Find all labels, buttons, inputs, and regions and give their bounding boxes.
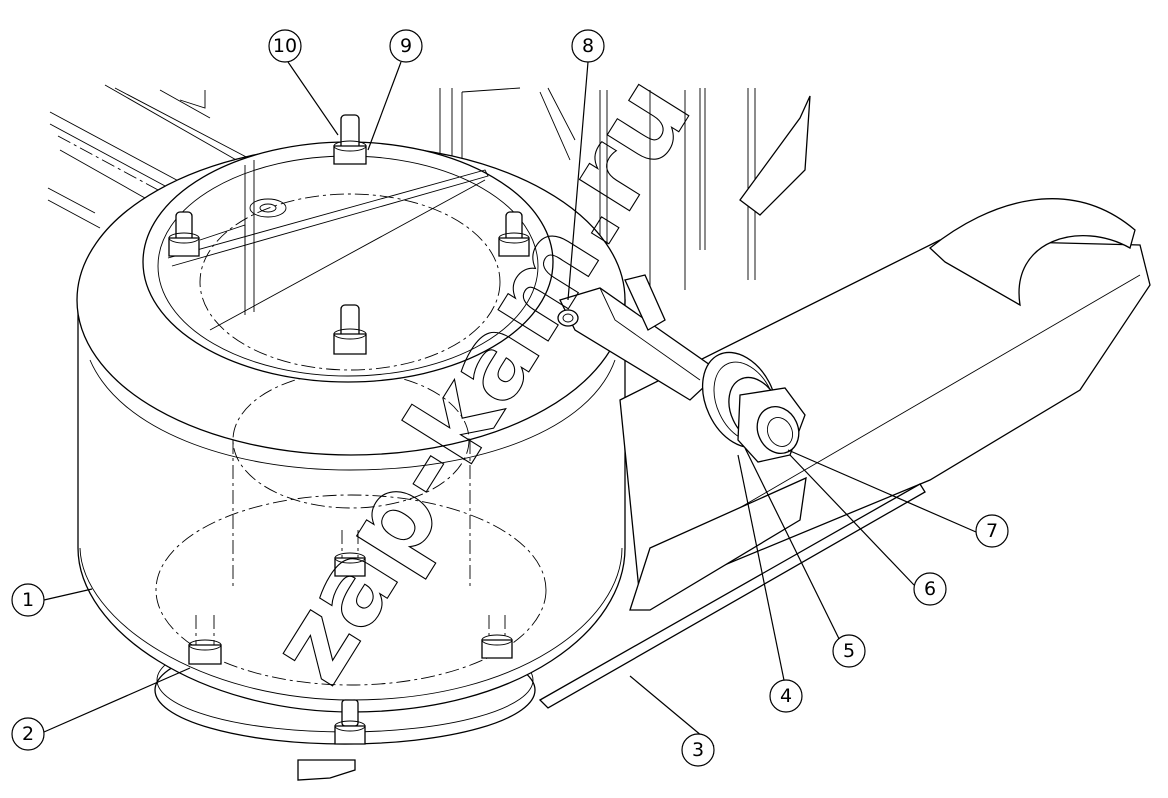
stud-bottom-left — [188, 615, 222, 665]
trailing-arm — [538, 198, 1151, 709]
callout-6: 6 — [913, 572, 947, 606]
callout-2-label: 2 — [22, 723, 34, 745]
callout-7: 7 — [975, 514, 1009, 548]
callout-8-label: 8 — [582, 35, 594, 57]
callout-7-label: 7 — [986, 520, 998, 542]
callout-9: 9 — [389, 29, 423, 63]
callout-5: 5 — [832, 634, 866, 668]
stud-bottom-center — [334, 530, 366, 577]
callout-10: 10 — [268, 29, 302, 63]
bottom-studs — [188, 530, 513, 745]
callout-1-label: 1 — [22, 589, 34, 611]
callout-9-label: 9 — [400, 35, 412, 57]
leader-lines — [43, 61, 977, 747]
callout-6-label: 6 — [924, 578, 936, 600]
pivot-bolt-assembly — [701, 351, 806, 463]
callout-5-label: 5 — [843, 640, 855, 662]
stud-bottom-right — [481, 615, 513, 659]
stud-right — [498, 211, 530, 257]
stud-top-center — [333, 114, 367, 165]
stud-left — [168, 211, 200, 257]
vertical-frame-lines — [439, 87, 811, 300]
callout-1: 1 — [11, 583, 45, 617]
callout-3-label: 3 — [692, 739, 704, 761]
callout-2: 2 — [11, 717, 45, 751]
callout-8: 8 — [571, 29, 605, 63]
stud-bottom-front — [334, 699, 366, 745]
callout-4: 4 — [769, 679, 803, 713]
shock-absorber — [557, 274, 722, 401]
callout-3: 3 — [681, 733, 715, 767]
stud-front — [333, 304, 367, 355]
callout-4-label: 4 — [780, 685, 792, 707]
top-studs — [168, 114, 530, 355]
callout-10-label: 10 — [273, 35, 297, 57]
